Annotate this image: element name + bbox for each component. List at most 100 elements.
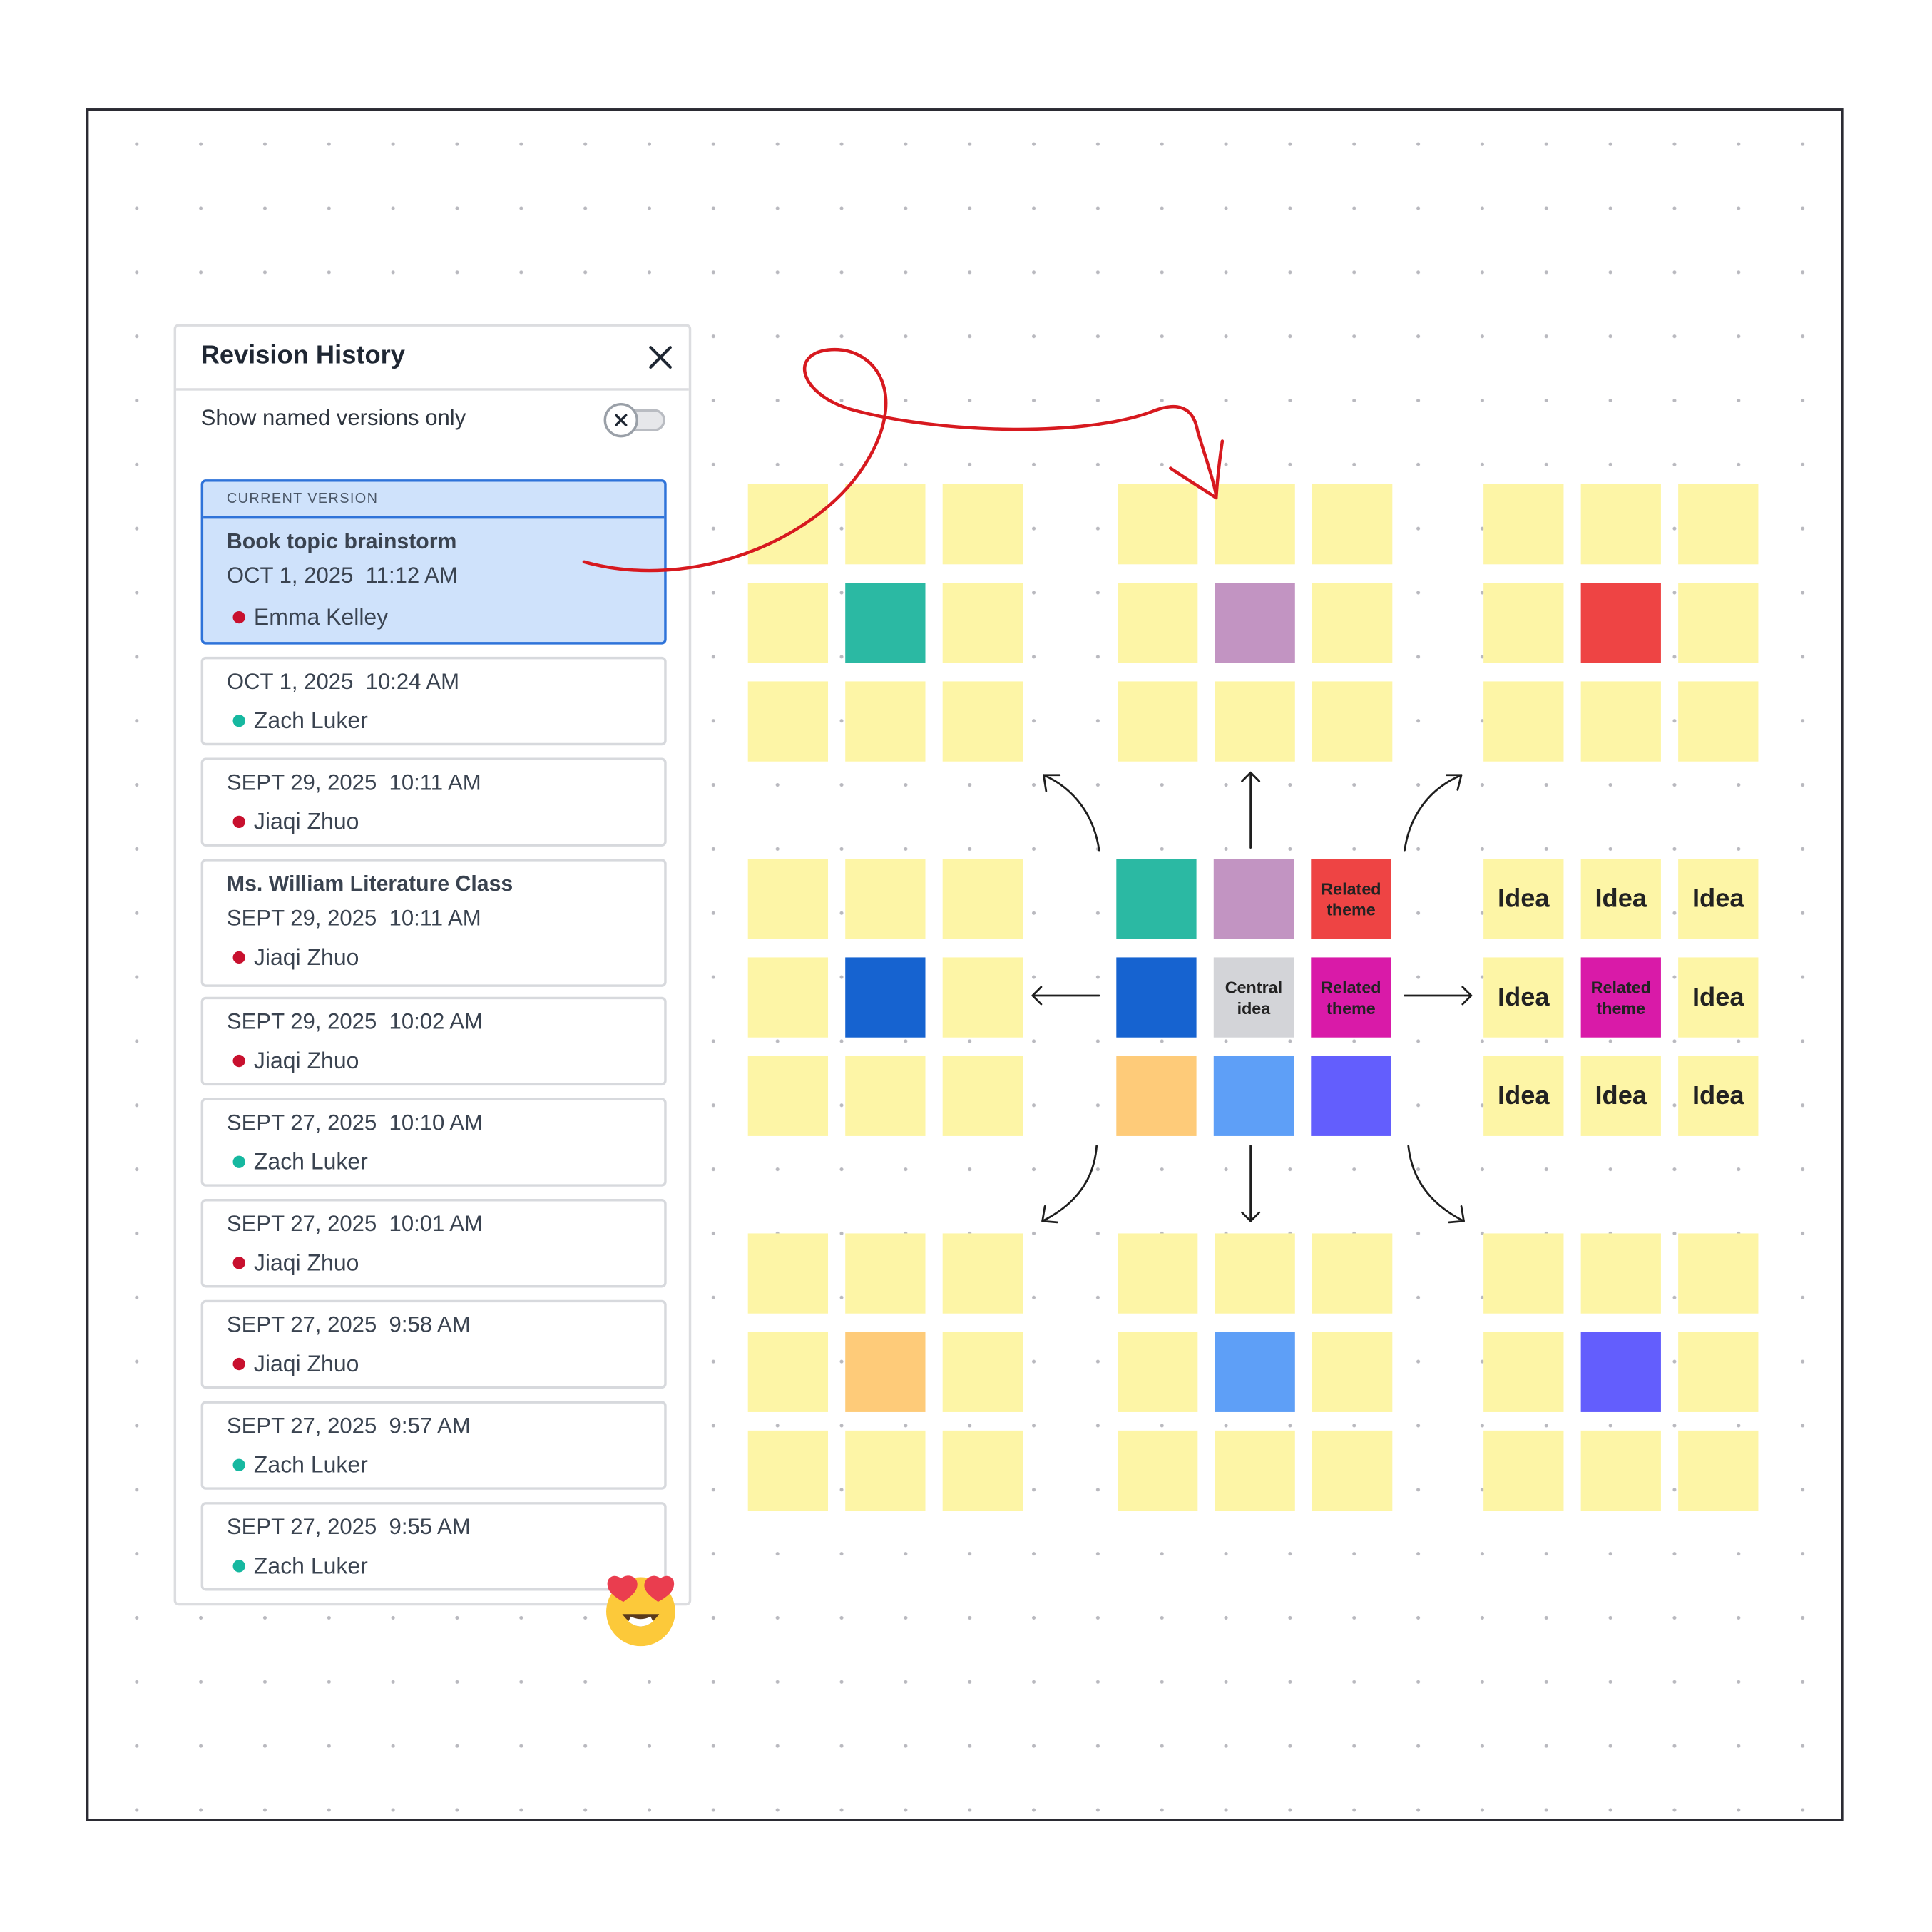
sticky-note[interactable] xyxy=(1311,1056,1391,1136)
sticky-note[interactable] xyxy=(1580,681,1661,762)
sticky-note[interactable]: Idea xyxy=(1580,1056,1661,1136)
sticky-note[interactable] xyxy=(1678,1430,1759,1511)
sticky-note[interactable]: Idea xyxy=(1483,957,1564,1038)
sticky-note[interactable] xyxy=(1580,1430,1661,1511)
sticky-note[interactable] xyxy=(1215,681,1295,762)
sticky-note[interactable]: Idea xyxy=(1483,859,1564,939)
sticky-note[interactable] xyxy=(1118,1430,1198,1511)
sticky-note[interactable] xyxy=(1118,681,1198,762)
sticky-note[interactable] xyxy=(1483,1233,1564,1314)
revision-date: SEPT 27, 2025 10:10 AM xyxy=(226,1110,483,1135)
sticky-note[interactable] xyxy=(1678,1233,1759,1314)
sticky-note[interactable] xyxy=(1483,681,1564,762)
sticky-note[interactable] xyxy=(942,1332,1023,1412)
sticky-note[interactable] xyxy=(845,1056,926,1136)
sticky-note[interactable] xyxy=(1213,859,1294,939)
sticky-note[interactable] xyxy=(1678,1332,1759,1412)
sticky-note[interactable] xyxy=(1215,583,1295,663)
sticky-note[interactable] xyxy=(1116,859,1197,939)
sticky-note[interactable] xyxy=(942,1056,1023,1136)
sticky-note[interactable] xyxy=(747,859,829,939)
sticky-note[interactable] xyxy=(845,681,926,762)
sticky-note[interactable] xyxy=(1580,1233,1661,1314)
sticky-note[interactable] xyxy=(1118,1233,1198,1314)
sticky-note[interactable] xyxy=(1580,484,1661,565)
sticky-note[interactable]: Idea xyxy=(1678,957,1759,1038)
sticky-note[interactable] xyxy=(942,1233,1023,1314)
sticky-note[interactable] xyxy=(1215,1430,1295,1511)
sticky-note[interactable] xyxy=(942,1430,1023,1511)
sticky-note[interactable]: Central idea xyxy=(1213,957,1294,1038)
sticky-note[interactable] xyxy=(845,859,926,939)
named-versions-toggle[interactable] xyxy=(603,402,668,438)
sticky-note[interactable] xyxy=(747,484,829,565)
sticky-note[interactable] xyxy=(845,1430,926,1511)
sticky-note[interactable] xyxy=(1116,957,1197,1038)
sticky-note[interactable] xyxy=(1483,1430,1564,1511)
sticky-note[interactable] xyxy=(747,1430,829,1511)
sticky-note[interactable]: Idea xyxy=(1580,859,1661,939)
sticky-note[interactable] xyxy=(1678,484,1759,565)
sticky-note[interactable] xyxy=(1312,1430,1393,1511)
sticky-note[interactable] xyxy=(747,1332,829,1412)
revision-author: Jiaqi Zhuo xyxy=(232,944,359,971)
sticky-note[interactable] xyxy=(942,484,1023,565)
sticky-note[interactable] xyxy=(942,681,1023,762)
sticky-note[interactable] xyxy=(1580,1332,1661,1412)
sticky-note[interactable]: Idea xyxy=(1483,1056,1564,1136)
sticky-note[interactable] xyxy=(1118,583,1198,663)
sticky-note[interactable] xyxy=(1483,583,1564,663)
sticky-note[interactable]: Idea xyxy=(1678,859,1759,939)
sticky-note[interactable] xyxy=(1215,1233,1295,1314)
sticky-note[interactable] xyxy=(1483,1332,1564,1412)
sticky-note[interactable] xyxy=(1118,484,1198,565)
sticky-note[interactable]: Idea xyxy=(1678,1056,1759,1136)
sticky-note[interactable] xyxy=(747,681,829,762)
sticky-note[interactable]: Related theme xyxy=(1311,957,1391,1038)
sticky-note[interactable] xyxy=(1483,484,1564,565)
revision-author: Zach Luker xyxy=(232,707,368,735)
sticky-note[interactable] xyxy=(1312,1332,1393,1412)
sticky-note[interactable] xyxy=(1215,484,1295,565)
sticky-note[interactable] xyxy=(747,583,829,663)
sticky-note[interactable] xyxy=(1312,1233,1393,1314)
revision-date: SEPT 27, 2025 9:58 AM xyxy=(226,1312,471,1337)
sticky-note[interactable] xyxy=(1678,583,1759,663)
sticky-note[interactable] xyxy=(1116,1056,1197,1136)
sticky-note[interactable] xyxy=(942,583,1023,663)
sticky-note[interactable]: Related theme xyxy=(1311,859,1391,939)
revision-date: SEPT 27, 2025 9:57 AM xyxy=(226,1413,471,1438)
close-button[interactable] xyxy=(645,342,677,374)
sticky-note[interactable] xyxy=(845,1332,926,1412)
sticky-note[interactable] xyxy=(1312,583,1393,663)
toggle-off-icon xyxy=(615,414,628,426)
sticky-note[interactable] xyxy=(942,957,1023,1038)
sticky-note[interactable] xyxy=(942,859,1023,939)
sticky-note[interactable] xyxy=(845,484,926,565)
sticky-note[interactable] xyxy=(747,957,829,1038)
sticky-note[interactable] xyxy=(1215,1332,1295,1412)
sticky-note[interactable] xyxy=(845,1233,926,1314)
sticky-note[interactable]: Related theme xyxy=(1580,957,1661,1038)
sticky-note[interactable] xyxy=(747,1233,829,1314)
sticky-note[interactable] xyxy=(1312,484,1393,565)
sticky-note[interactable] xyxy=(747,1056,829,1136)
sticky-note[interactable] xyxy=(1580,583,1661,663)
sticky-note[interactable] xyxy=(1312,681,1393,762)
sticky-note[interactable] xyxy=(845,957,926,1038)
sticky-note[interactable] xyxy=(1213,1056,1294,1136)
sticky-note[interactable] xyxy=(1678,681,1759,762)
sticky-note[interactable] xyxy=(845,583,926,663)
author-color-dot xyxy=(232,1257,245,1269)
sticky-note[interactable] xyxy=(1118,1332,1198,1412)
